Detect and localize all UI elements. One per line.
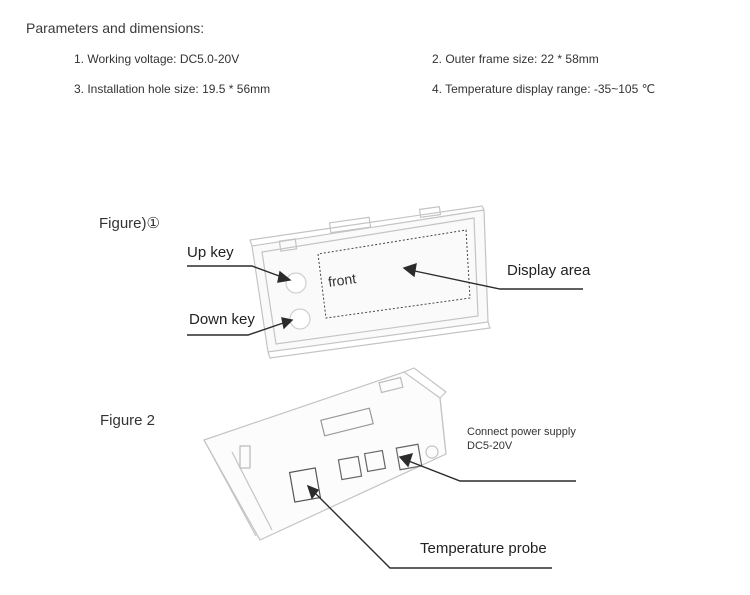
display-area-leader xyxy=(409,269,583,290)
page-heading: Parameters and dimensions: xyxy=(26,20,205,36)
up-key-label: Up key xyxy=(187,244,234,261)
param-outer-frame-size: 2. Outer frame size: 22 * 58mm xyxy=(432,52,599,66)
figure2-device xyxy=(203,367,447,541)
probe-label: Temperature probe xyxy=(420,540,547,557)
param-temperature-range: 4. Temperature display range: -35~105 ℃ xyxy=(432,82,656,96)
down-key-label: Down key xyxy=(189,311,255,328)
display-area-arrow-icon xyxy=(402,262,417,278)
param-working-voltage: 1. Working voltage: DC5.0-20V xyxy=(74,52,240,66)
probe-arrow-icon xyxy=(306,484,320,500)
power-arrow-icon xyxy=(398,453,414,468)
figure1-device xyxy=(249,205,491,359)
power-leader xyxy=(405,459,576,482)
display-area-label: Display area xyxy=(507,262,591,279)
down-key-leader xyxy=(187,319,293,336)
down-key-button xyxy=(289,308,311,330)
up-key-leader xyxy=(187,265,291,281)
figure2-label: Figure 2 xyxy=(100,412,156,429)
probe-leader xyxy=(311,489,552,569)
up-key-button xyxy=(285,272,307,294)
down-key-arrow-icon xyxy=(281,317,294,330)
power-label: Connect power supply DC5-20V xyxy=(467,426,576,452)
up-key-arrow-icon xyxy=(277,270,292,283)
param-installation-hole-size: 3. Installation hole size: 19.5 * 56mm xyxy=(74,82,271,96)
figure1-label: Figure)① xyxy=(99,215,160,232)
